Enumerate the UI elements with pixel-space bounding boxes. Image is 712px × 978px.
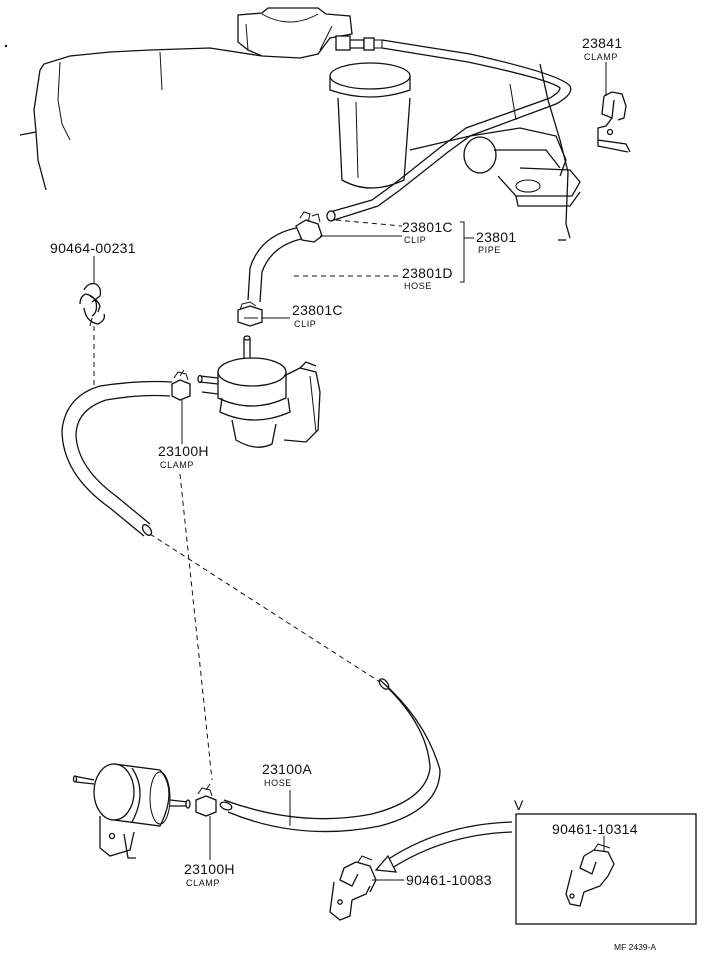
label-23841-number: 23841 [582, 35, 622, 51]
connection-dashed-line [149, 533, 381, 683]
label-23100a-number: 23100A [262, 761, 312, 777]
label-23100a: 23100A HOSE [262, 761, 312, 788]
clamp-23100h-lower-drawing [195, 783, 217, 817]
label-23100h-lower-number: 23100H [184, 861, 235, 877]
label-23100h-lower-name: CLAMP [186, 878, 220, 888]
part-90461-10083-drawing [329, 855, 377, 921]
pipe-23801 [326, 35, 572, 222]
label-23801-number: 23801 [476, 229, 516, 245]
hose-23801d-drawing [247, 227, 307, 303]
engine-block-outline [4, 7, 581, 241]
leader-23100h-dashed [179, 473, 213, 781]
label-90461-10083-number: 90461-10083 [406, 872, 492, 888]
label-23801c-lower-name: CLIP [294, 319, 316, 329]
label-23801c-upper-number: 23801C [402, 219, 453, 235]
label-23100a-name: HOSE [264, 778, 292, 788]
label-23801c-lower: 23801C CLIP [292, 302, 343, 329]
footer-code: MF 2439-A [614, 942, 656, 952]
label-23100h-upper: 23100H CLAMP [158, 443, 209, 470]
label-23100h-upper-number: 23100H [158, 443, 209, 459]
label-90464-00231: 90464-00231 [50, 240, 136, 256]
vacuum-valve-upper [197, 335, 321, 448]
label-90461-10083: 90461-10083 [406, 872, 492, 888]
label-23801d: 23801D HOSE [402, 265, 453, 291]
label-23100h-lower: 23100H CLAMP [184, 861, 235, 888]
detail-box [515, 813, 697, 925]
hose-upper-loop [61, 380, 173, 537]
clip-23801c-upper-drawing [295, 211, 323, 243]
label-23801c-upper-name: CLIP [404, 235, 426, 245]
label-23801d-number: 23801D [402, 265, 453, 281]
label-90461-10314-number: 90461-10314 [552, 821, 638, 837]
detail-arrow [374, 821, 513, 873]
leader-lines [93, 62, 607, 881]
clip-23801c-lower-drawing [237, 301, 263, 327]
part-90464-00231-drawing [79, 282, 106, 327]
clamp-23841-drawing [597, 91, 631, 153]
label-23841-name: CLAMP [584, 52, 618, 62]
label-23801c-lower-number: 23801C [292, 302, 343, 318]
part-90461-10314-drawing [565, 843, 615, 907]
clamp-23100h-upper-drawing [171, 369, 191, 401]
hose-23100a-drawing [219, 678, 441, 833]
vacuum-valve-lower [72, 763, 191, 859]
label-23100h-upper-name: CLAMP [160, 460, 194, 470]
label-23801c-upper: 23801C CLIP [402, 219, 453, 245]
label-23801-name: PIPE [478, 245, 501, 255]
detail-view-letter: V [514, 797, 524, 813]
label-90464-number: 90464-00231 [50, 240, 136, 256]
label-23841: 23841 CLAMP [582, 35, 622, 62]
label-90461-10314: 90461-10314 [552, 821, 638, 837]
label-23801d-name: HOSE [404, 281, 432, 291]
label-23801: 23801 PIPE [476, 229, 516, 255]
